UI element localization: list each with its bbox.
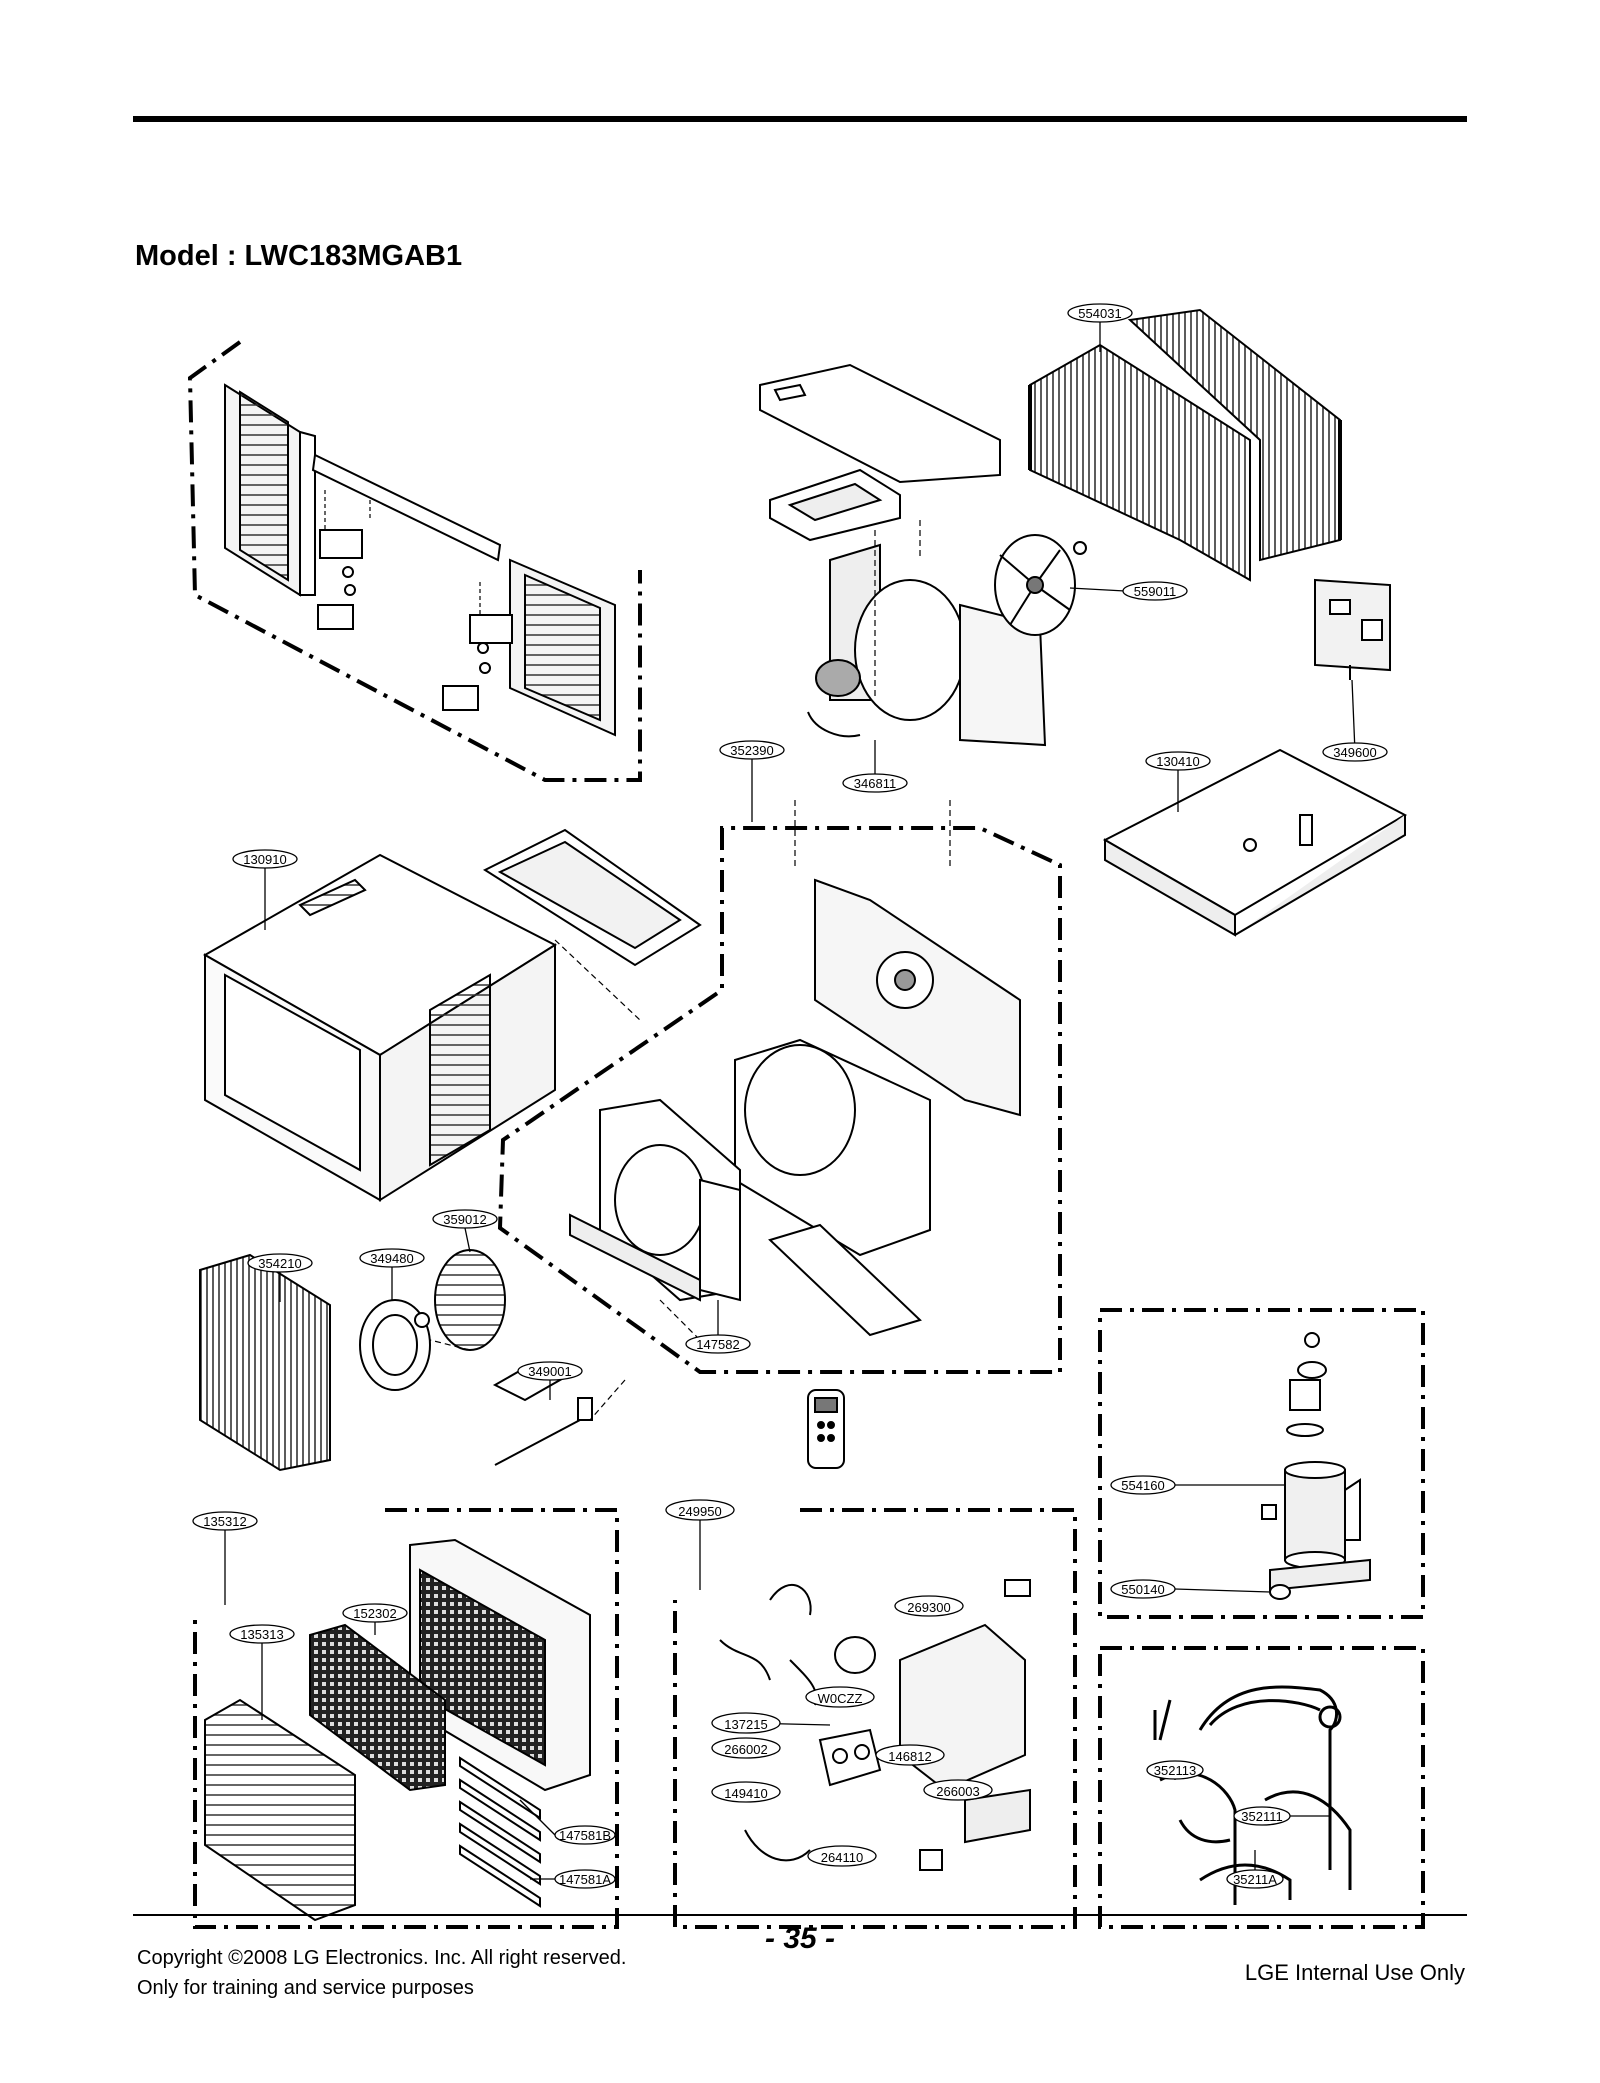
evaporator-coil bbox=[199, 1253, 331, 1472]
remote-controller bbox=[807, 1389, 845, 1469]
label-269300: 269300 bbox=[907, 1600, 950, 1615]
label-147581B: 147581B bbox=[559, 1828, 611, 1843]
orifice-ring bbox=[359, 1299, 431, 1391]
group-outline-fan-assembly bbox=[497, 826, 1062, 1374]
base-pan bbox=[1102, 748, 1408, 937]
label-264110: 264110 bbox=[821, 1850, 863, 1865]
label-149410: 149410 bbox=[724, 1786, 767, 1801]
group-outline-front-grille bbox=[193, 1508, 619, 1929]
label-554031-bubble bbox=[1067, 303, 1133, 323]
model-title: Model : LWC183MGAB1 bbox=[135, 240, 463, 272]
label-352390: 352390 bbox=[730, 743, 773, 758]
label-266002: 266002 bbox=[724, 1742, 767, 1757]
label-137215: 137215 bbox=[724, 1717, 767, 1732]
label-266003: 266003 bbox=[936, 1784, 979, 1799]
front-grille bbox=[409, 1538, 591, 1792]
label-35211A: 35211A bbox=[1233, 1872, 1277, 1887]
label-249950: 249950 bbox=[678, 1504, 721, 1519]
label-349001: 349001 bbox=[528, 1364, 571, 1379]
label-349480: 349480 bbox=[370, 1251, 413, 1266]
air-guide-plate bbox=[482, 828, 702, 967]
internal-use-text: LGE Internal Use Only bbox=[1244, 1960, 1465, 1985]
group-outline-control-box bbox=[673, 1508, 1077, 1929]
air-filter bbox=[309, 1623, 446, 1792]
label-559011: 559011 bbox=[1134, 584, 1176, 599]
condenser-coil bbox=[1028, 308, 1342, 582]
label-359012: 359012 bbox=[443, 1212, 486, 1227]
label-152302: 152302 bbox=[353, 1606, 396, 1621]
control-bracket bbox=[1314, 578, 1391, 680]
motor-bracket bbox=[494, 1397, 593, 1466]
label-354210: 354210 bbox=[258, 1256, 301, 1271]
bottom-rule bbox=[133, 1914, 1467, 1916]
label-135313: 135313 bbox=[240, 1627, 283, 1642]
label-554031: 554031 bbox=[1078, 306, 1121, 321]
group-outline-window-frame bbox=[187, 340, 642, 782]
motor-fan-assembly bbox=[807, 534, 1087, 747]
purpose-text: Only for training and service purposes bbox=[137, 1977, 474, 1999]
label-135312: 135312 bbox=[203, 1514, 246, 1529]
label-147582: 147582 bbox=[696, 1337, 739, 1352]
inlet-grille bbox=[204, 1698, 356, 1922]
top-rule bbox=[133, 116, 1467, 122]
label-352113: 352113 bbox=[1154, 1763, 1196, 1778]
label-349600: 349600 bbox=[1333, 745, 1376, 760]
shroud-assembly bbox=[569, 878, 1021, 1337]
label-130410: 130410 bbox=[1156, 754, 1199, 769]
copyright-text: Copyright ©2008 LG Electronics. Inc. All… bbox=[137, 1947, 627, 1969]
label-554160: 554160 bbox=[1121, 1478, 1164, 1493]
label-550140: 550140 bbox=[1121, 1582, 1164, 1597]
label-130910: 130910 bbox=[243, 852, 286, 867]
label-W0CZZ: W0CZZ bbox=[818, 1691, 863, 1706]
label-352111: 352111 bbox=[1241, 1809, 1282, 1824]
cabinet bbox=[202, 853, 558, 1202]
group-outline-refrigerant-pipes bbox=[1098, 1646, 1425, 1929]
louver-set bbox=[459, 1756, 541, 1908]
label-146812: 146812 bbox=[888, 1749, 931, 1764]
compressor bbox=[1261, 1332, 1371, 1600]
top-cover bbox=[759, 363, 1001, 542]
label-346811: 346811 bbox=[854, 776, 896, 791]
window-frame-kit bbox=[224, 383, 616, 737]
page-number: - 35 - bbox=[765, 1922, 836, 1955]
label-147581A: 147581A bbox=[559, 1872, 611, 1887]
group-outline-compressor bbox=[1098, 1308, 1425, 1619]
